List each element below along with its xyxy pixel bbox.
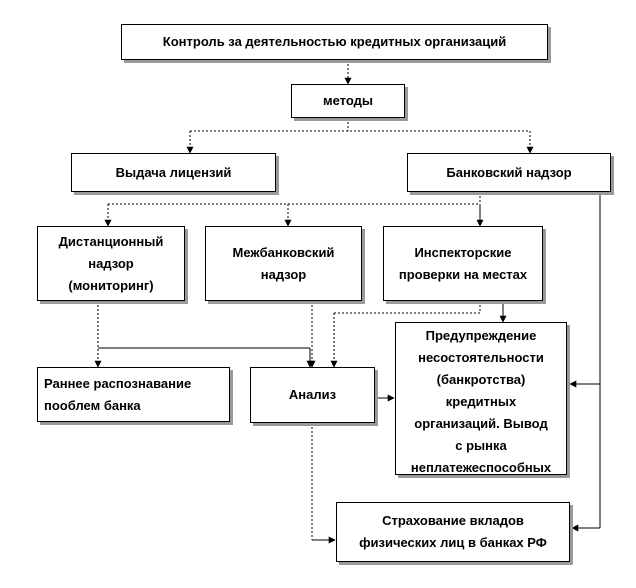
node-supervision: Банковский надзор	[407, 153, 611, 192]
node-early-detection: Раннее распознавание пооблем банка	[37, 367, 230, 422]
node-prevention: Предупреждение несостоятельности (банкро…	[395, 322, 567, 475]
node-inspection: Инспекторские проверки на местах	[383, 226, 543, 301]
node-analysis: Анализ	[250, 367, 375, 423]
node-interbank: Межбанковский надзор	[205, 226, 362, 301]
node-licensing: Выдача лицензий	[71, 153, 276, 192]
node-remote: Дистанционный надзор (мониторинг)	[37, 226, 185, 301]
node-methods: методы	[291, 84, 405, 118]
node-root: Контроль за деятельностью кредитных орга…	[121, 24, 548, 60]
node-insurance: Страхование вкладов физических лиц в бан…	[336, 502, 570, 562]
